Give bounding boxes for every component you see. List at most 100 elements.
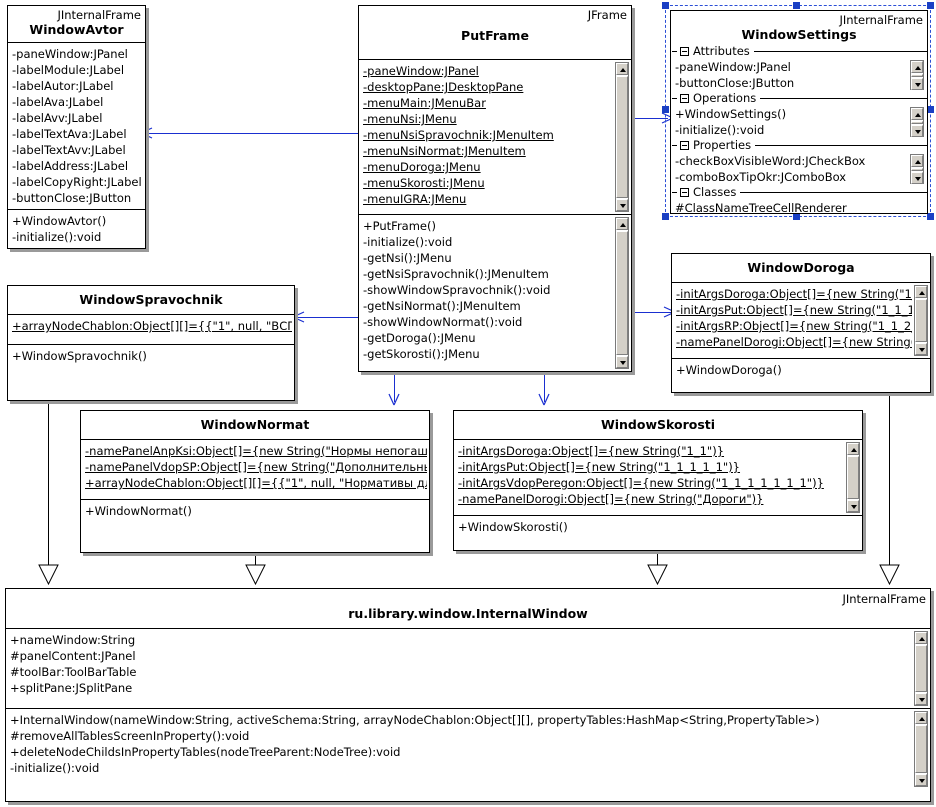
- operations-compartment-putframe[interactable]: +PutFrame() -initialize():void -getNsi()…: [359, 215, 631, 371]
- resize-handle-bottom-left[interactable]: [662, 213, 669, 220]
- class-box-windowskorosti[interactable]: WindowSkorosti -initArgsDoroga:Object[]=…: [453, 410, 863, 551]
- attributes-compartment-windowdoroga[interactable]: -initArgsDoroga:Object[]={new String("1_…: [672, 283, 930, 359]
- dependency-line-putframe-windownormat[interactable]: [394, 374, 395, 402]
- group-header-classes[interactable]: Classes: [671, 185, 927, 200]
- resize-handle-right[interactable]: [927, 106, 934, 113]
- scroll-up-arrow-icon[interactable]: [616, 218, 628, 230]
- operations-compartment-windowskorosti[interactable]: +WindowSkorosti(): [454, 516, 862, 550]
- resize-handle-bottom[interactable]: [793, 213, 800, 220]
- collapse-minus-icon[interactable]: [680, 141, 689, 150]
- attribute-item: -paneWindow:JPanel: [12, 47, 128, 61]
- operations-compartment-windownormat[interactable]: +WindowNormat(): [81, 500, 429, 552]
- scroll-down-arrow-icon[interactable]: [915, 693, 927, 705]
- scrollbar-thumb[interactable]: [911, 74, 923, 77]
- scroll-up-arrow-icon[interactable]: [915, 712, 927, 724]
- resize-handle-left[interactable]: [662, 106, 669, 113]
- scroll-down-arrow-icon[interactable]: [616, 356, 628, 368]
- dependency-line-putframe-windowspravochnik[interactable]: [298, 317, 358, 318]
- group-body-properties[interactable]: -checkBoxVisibleWord:JCheckBox -comboBox…: [671, 153, 927, 185]
- scroll-up-arrow-icon[interactable]: [915, 632, 927, 644]
- operations-compartment-windowavtor[interactable]: +WindowAvtor() -initialize():void: [8, 210, 145, 248]
- attributes-compartment-windowspravochnik[interactable]: +arrayNodeChablon:Object[][]={{"1", null…: [8, 315, 294, 345]
- scroll-down-arrow-icon[interactable]: [915, 774, 927, 786]
- group-body-classes[interactable]: #ClassNameTreeCellRenderer: [671, 200, 927, 214]
- group-header-attributes[interactable]: Attributes: [671, 44, 927, 59]
- scroll-up-arrow-icon[interactable]: [616, 63, 628, 75]
- group-header-properties[interactable]: Properties: [671, 138, 927, 153]
- scroll-down-arrow-icon[interactable]: [911, 78, 923, 90]
- collapse-minus-icon[interactable]: [680, 47, 689, 56]
- scrollbar-putframe-attributes[interactable]: [615, 62, 629, 212]
- dependency-line-putframe-windowsettings[interactable]: [632, 118, 668, 119]
- attribute-item: -labelAddress:JLabel: [12, 159, 129, 173]
- selection-frame-windowsettings[interactable]: JInternalFrame WindowSettings Attributes…: [662, 2, 934, 220]
- scrollbar-thumb[interactable]: [847, 456, 859, 499]
- attributes-compartment-internalwindow[interactable]: +nameWindow:String #panelContent:JPanel …: [6, 629, 930, 709]
- attributes-compartment-windownormat[interactable]: -namePanelAnpKsi:Object[]={new String("Н…: [81, 440, 429, 500]
- scrollbar-thumb[interactable]: [915, 725, 927, 773]
- attribute-item: -paneWindow:JPanel: [675, 60, 791, 74]
- scrollbar-thumb[interactable]: [911, 168, 923, 171]
- dependency-line-putframe-windowdoroga[interactable]: [632, 312, 672, 313]
- attribute-item: -labelModule:JLabel: [12, 63, 125, 77]
- class-box-windowdoroga[interactable]: WindowDoroga -initArgsDoroga:Object[]={n…: [671, 253, 931, 393]
- generalization-line-windowdoroga[interactable]: [889, 390, 890, 566]
- class-box-windowspravochnik[interactable]: WindowSpravochnik +arrayNodeChablon:Obje…: [7, 285, 295, 401]
- attributes-compartment-windowavtor[interactable]: -paneWindow:JPanel -labelModule:JLabel -…: [8, 43, 145, 210]
- scroll-up-arrow-icon[interactable]: [847, 443, 859, 455]
- class-box-windowavtor[interactable]: JInternalFrame WindowAvtor -paneWindow:J…: [7, 5, 146, 249]
- scrollbar-internalwindow-operations[interactable]: [914, 711, 928, 787]
- operations-compartment-internalwindow[interactable]: +InternalWindow(nameWindow:String, activ…: [6, 709, 930, 789]
- scrollbar-thumb[interactable]: [915, 645, 927, 692]
- scrollbar-operations-group[interactable]: [910, 107, 924, 137]
- scrollbar-internalwindow-attributes[interactable]: [914, 631, 928, 706]
- scroll-up-arrow-icon[interactable]: [911, 155, 923, 167]
- scroll-down-arrow-icon[interactable]: [911, 125, 923, 137]
- attributes-compartment-putframe[interactable]: -paneWindow:JPanel -desktopPane:JDesktop…: [359, 60, 631, 215]
- operations-compartment-windowdoroga[interactable]: +WindowDoroga(): [672, 359, 930, 392]
- class-box-internalwindow[interactable]: JInternalFrame ru.library.window.Interna…: [5, 588, 931, 802]
- collapse-minus-icon[interactable]: [680, 94, 689, 103]
- class-box-putframe[interactable]: JFrame PutFrame -paneWindow:JPanel -desk…: [358, 5, 632, 372]
- scroll-down-arrow-icon[interactable]: [847, 500, 859, 512]
- generalization-line-windownormat[interactable]: [255, 545, 256, 566]
- attributes-compartment-windowskorosti[interactable]: -initArgsDoroga:Object[]={new String("1_…: [454, 440, 862, 516]
- group-label: Attributes: [693, 44, 750, 58]
- scrollbar-windowdoroga-attributes[interactable]: [914, 285, 928, 356]
- scrollbar-windowskorosti-attributes[interactable]: [846, 442, 860, 513]
- group-header-operations[interactable]: Operations: [671, 91, 927, 106]
- class-item: #ClassNameTreeCellRenderer: [675, 201, 847, 214]
- scroll-down-arrow-icon[interactable]: [911, 172, 923, 184]
- scroll-up-arrow-icon[interactable]: [915, 286, 927, 298]
- resize-handle-top-left[interactable]: [662, 2, 669, 9]
- generalization-line-windowskorosti[interactable]: [657, 550, 658, 566]
- scrollbar-putframe-operations[interactable]: [615, 217, 629, 369]
- collapse-minus-icon[interactable]: [680, 188, 689, 197]
- scrollbar-properties-group[interactable]: [910, 154, 924, 184]
- group-dash-right: [755, 145, 927, 146]
- class-box-windowsettings[interactable]: JInternalFrame WindowSettings Attributes…: [670, 10, 928, 214]
- scroll-up-arrow-icon[interactable]: [911, 61, 923, 73]
- attribute-item: -initArgsPut:Object[]={new String("1_1_1: [676, 303, 912, 317]
- operations-compartment-windowspravochnik[interactable]: +WindowSpravochnik(): [8, 345, 294, 400]
- scroll-down-arrow-icon[interactable]: [616, 199, 628, 211]
- scrollbar-thumb[interactable]: [915, 299, 927, 342]
- scroll-down-arrow-icon[interactable]: [915, 343, 927, 355]
- scrollbar-attributes-group[interactable]: [910, 60, 924, 90]
- group-body-operations[interactable]: +WindowSettings() -initialize():void: [671, 106, 927, 138]
- dependency-line-putframe-windowavtor[interactable]: [146, 133, 358, 134]
- scroll-up-arrow-icon[interactable]: [911, 108, 923, 120]
- group-body-attributes[interactable]: -paneWindow:JPanel -buttonClose:JButton: [671, 59, 927, 91]
- resize-handle-top-right[interactable]: [927, 2, 934, 9]
- class-box-windownormat[interactable]: WindowNormat -namePanelAnpKsi:Object[]={…: [80, 410, 430, 553]
- class-name: WindowSkorosti: [600, 417, 716, 432]
- generalization-line-windowspravochnik[interactable]: [48, 380, 49, 566]
- resize-handle-bottom-right[interactable]: [927, 213, 934, 220]
- scrollbar-thumb[interactable]: [616, 231, 628, 355]
- resize-handle-top[interactable]: [793, 2, 800, 9]
- scrollbar-thumb[interactable]: [911, 121, 923, 124]
- operation-item: +WindowNormat(): [85, 504, 192, 518]
- scrollbar-thumb[interactable]: [616, 76, 628, 198]
- dependency-line-putframe-windowskorosti[interactable]: [544, 374, 545, 402]
